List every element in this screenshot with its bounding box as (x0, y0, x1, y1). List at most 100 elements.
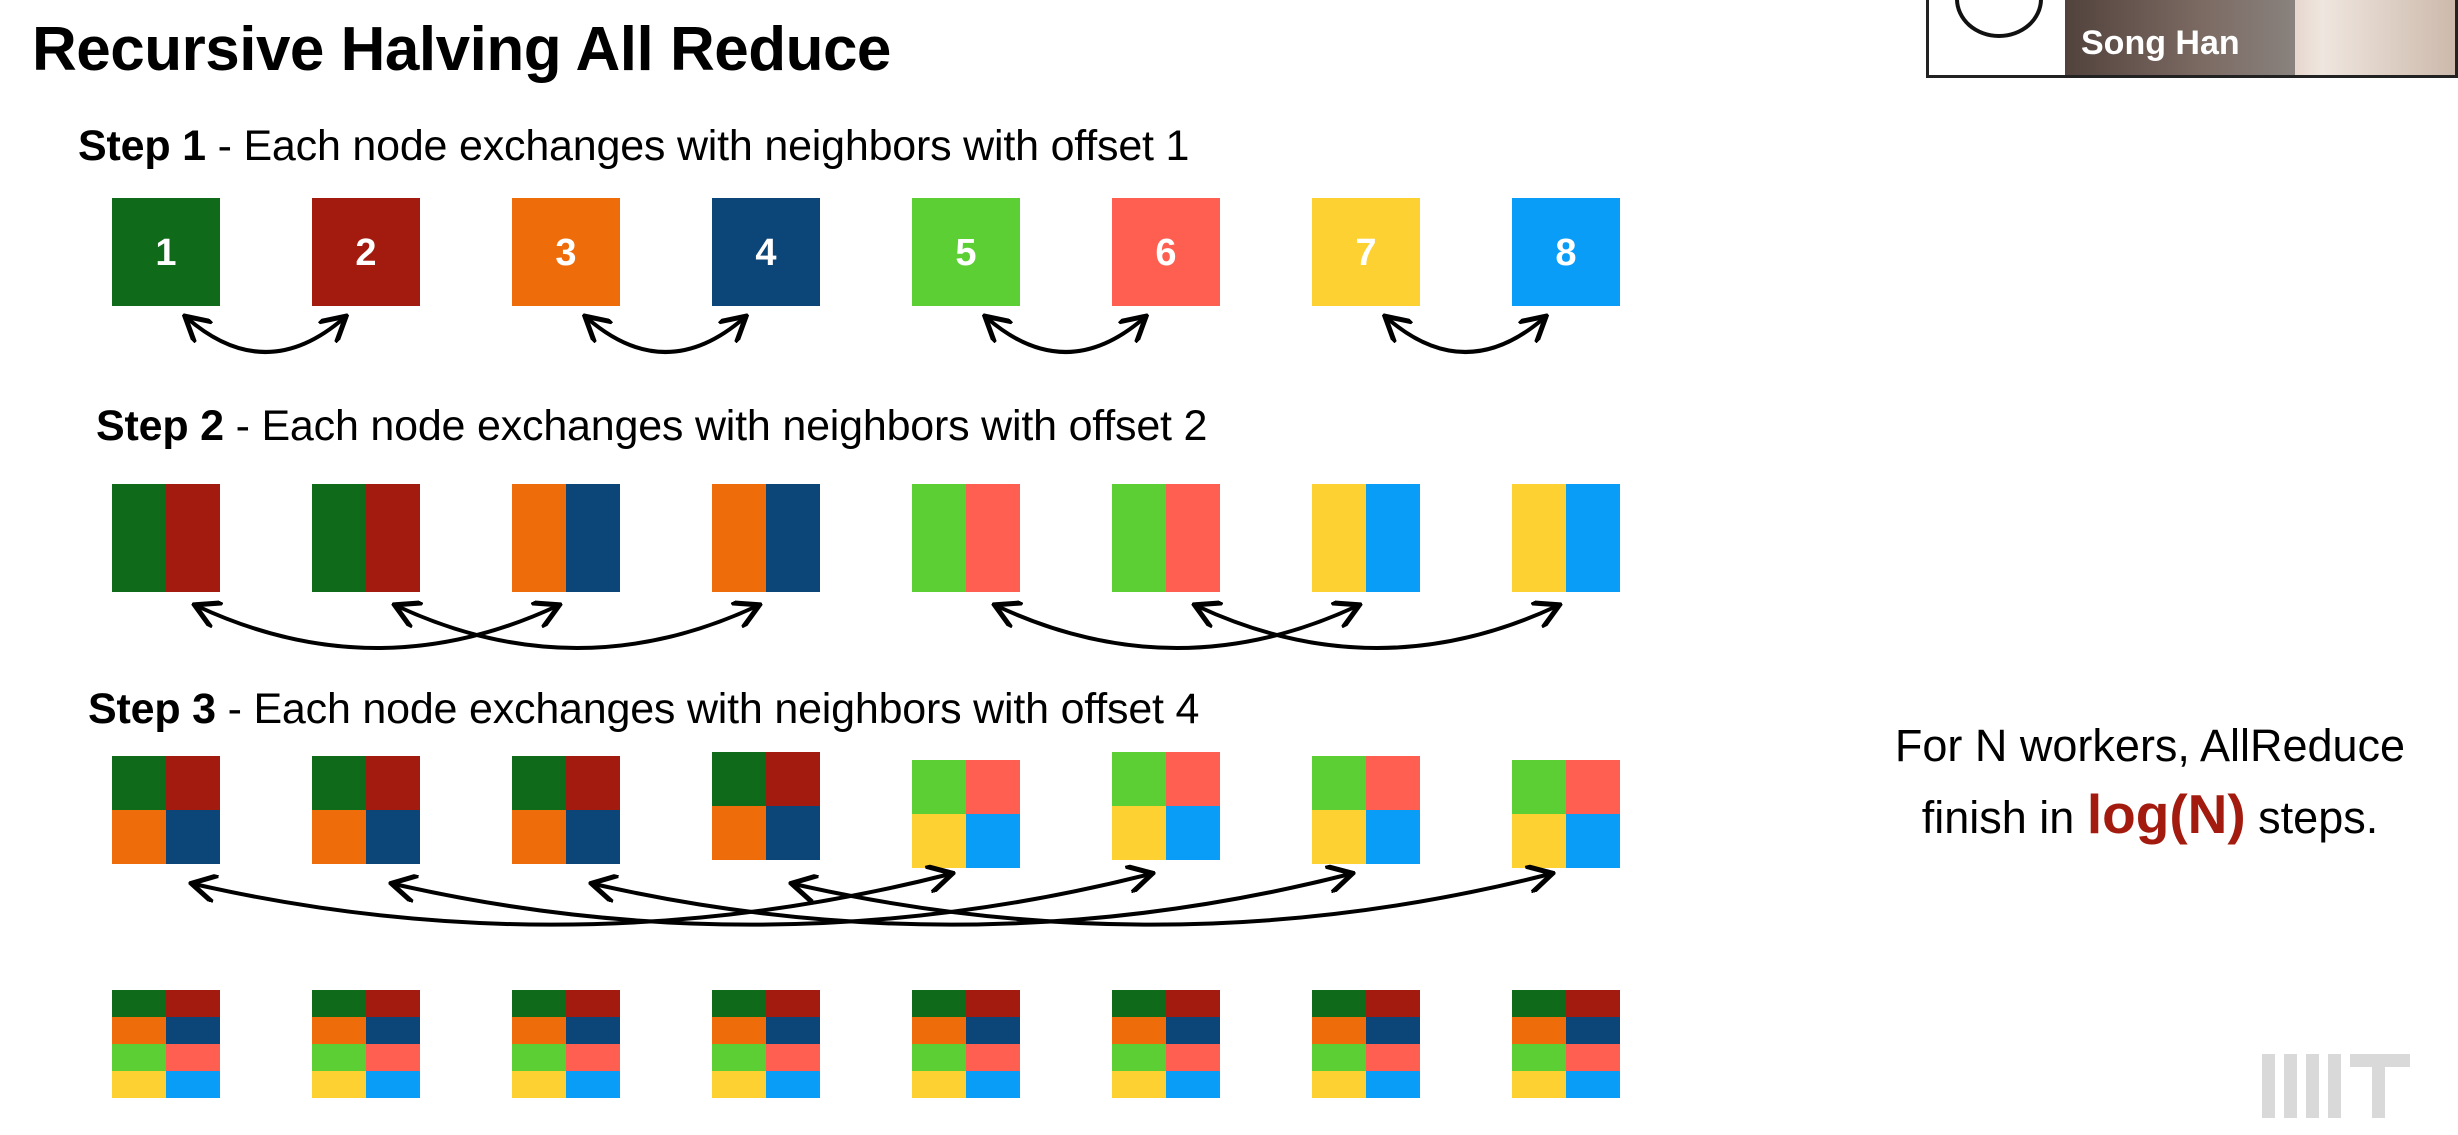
final-node-6-cell-7 (1112, 1071, 1166, 1098)
node-label-3: 3 (555, 232, 576, 274)
step-1-desc: - Each node exchanges with neighbors wit… (205, 122, 1190, 170)
node-5 (912, 198, 1020, 306)
final-node-4-cell-1 (712, 990, 766, 1017)
node-label-2: 2 (355, 232, 376, 274)
final-node-1-cell-7 (112, 1071, 166, 1098)
final-node-7-cell-3 (1312, 1017, 1366, 1044)
node-label-7: 7 (1355, 232, 1376, 274)
arrow-step3-2-6 (394, 874, 1150, 927)
final-node-3-cell-4 (566, 1017, 620, 1044)
final-node-2-cell-1 (312, 990, 366, 1017)
final-node-5-cell-5 (912, 1044, 966, 1071)
final-node-2-cell-4 (366, 1017, 420, 1044)
node-8-q2 (1566, 760, 1620, 814)
final-node-2-cell-2 (366, 990, 420, 1017)
node-6-q1 (1112, 752, 1166, 806)
node-8 (1512, 198, 1620, 306)
side-note-pre: finish in (1921, 792, 2087, 843)
slide-title: Recursive Halving All Reduce (32, 15, 891, 84)
final-node-6-cell-5 (1112, 1044, 1166, 1071)
node-8-q3 (1512, 814, 1566, 868)
node-3-q2 (566, 756, 620, 810)
node-5-left-half (912, 484, 966, 592)
node-2-q2 (366, 756, 420, 810)
final-node-8-cell-7 (1512, 1071, 1566, 1098)
final-node-1-cell-1 (112, 990, 166, 1017)
node-1-right-half (166, 484, 220, 592)
final-node-7-cell-8 (1366, 1071, 1420, 1098)
node-5-right-half (966, 484, 1020, 592)
node-4-right-half (766, 484, 820, 592)
arrow-step1-7-8 (1387, 318, 1544, 354)
final-node-7-cell-6 (1366, 1044, 1420, 1071)
final-node-2-cell-7 (312, 1071, 366, 1098)
exchange-arrows (187, 318, 1557, 927)
final-node-8-cell-8 (1566, 1071, 1620, 1098)
cable-loop (1955, 0, 2043, 38)
final-node-4-cell-2 (766, 990, 820, 1017)
final-node-5-cell-7 (912, 1071, 966, 1098)
final-node-5-cell-1 (912, 990, 966, 1017)
final-node-3-cell-8 (566, 1071, 620, 1098)
final-node-3-cell-3 (512, 1017, 566, 1044)
node-3-q4 (566, 810, 620, 864)
node-2-q3 (312, 810, 366, 864)
side-note-post: steps. (2245, 792, 2379, 843)
final-node-5-cell-3 (912, 1017, 966, 1044)
node-4-q1 (712, 752, 766, 806)
node-label-6: 6 (1155, 232, 1176, 274)
final-node-5-cell-2 (966, 990, 1020, 1017)
step-3-desc: - Each node exchanges with neighbors wit… (215, 685, 1200, 733)
final-node-1-cell-8 (166, 1071, 220, 1098)
arrow-step3-1-5 (194, 874, 950, 927)
node-4 (712, 198, 820, 306)
node-6-q2 (1166, 752, 1220, 806)
node-1-left-half (112, 484, 166, 592)
final-node-8-cell-2 (1566, 990, 1620, 1017)
node-2-left-half (312, 484, 366, 592)
arrow-step2-6-8 (1197, 606, 1557, 650)
final-node-4-cell-6 (766, 1044, 820, 1071)
node-1-q4 (166, 810, 220, 864)
final-node-2-cell-8 (366, 1071, 420, 1098)
final-node-8-cell-3 (1512, 1017, 1566, 1044)
node-3-left-half (512, 484, 566, 592)
final-node-1-cell-3 (112, 1017, 166, 1044)
arrow-step3-4-8 (794, 874, 1550, 927)
node-5-q1 (912, 760, 966, 814)
mit-logo (2262, 1054, 2410, 1118)
final-node-3-cell-6 (566, 1044, 620, 1071)
final-node-8-cell-4 (1566, 1017, 1620, 1044)
node-4-q3 (712, 806, 766, 860)
step-3-caption: Step 3 - Each node exchanges with neighb… (88, 685, 1199, 734)
node-2-right-half (366, 484, 420, 592)
node-3-q3 (512, 810, 566, 864)
step-1-label: Step 1 (78, 122, 206, 170)
node-8-right-half (1566, 484, 1620, 592)
final-node-5-cell-4 (966, 1017, 1020, 1044)
node-7-q4 (1366, 810, 1420, 864)
node-5-q3 (912, 814, 966, 868)
node-4-left-half (712, 484, 766, 592)
arrow-step1-5-6 (987, 318, 1144, 354)
final-node-3-cell-5 (512, 1044, 566, 1071)
step-2-caption: Step 2 - Each node exchanges with neighb… (96, 402, 1207, 451)
final-node-4-cell-4 (766, 1017, 820, 1044)
node-2-q4 (366, 810, 420, 864)
side-note-line1: For N workers, AllReduce (1894, 720, 2406, 771)
final-node-4-cell-5 (712, 1044, 766, 1071)
final-node-1-cell-5 (112, 1044, 166, 1071)
final-node-3-cell-2 (566, 990, 620, 1017)
final-node-4-cell-8 (766, 1071, 820, 1098)
final-nodes (112, 990, 1620, 1098)
node-label-4: 4 (755, 232, 776, 274)
side-note: For N workers, AllReduce finish in log(N… (1790, 712, 2458, 852)
final-node-1-cell-2 (166, 990, 220, 1017)
node-5-q4 (966, 814, 1020, 868)
node-6-left-half (1112, 484, 1166, 592)
final-node-1-cell-6 (166, 1044, 220, 1071)
node-5-q2 (966, 760, 1020, 814)
node-3-q1 (512, 756, 566, 810)
final-node-7-cell-5 (1312, 1044, 1366, 1071)
